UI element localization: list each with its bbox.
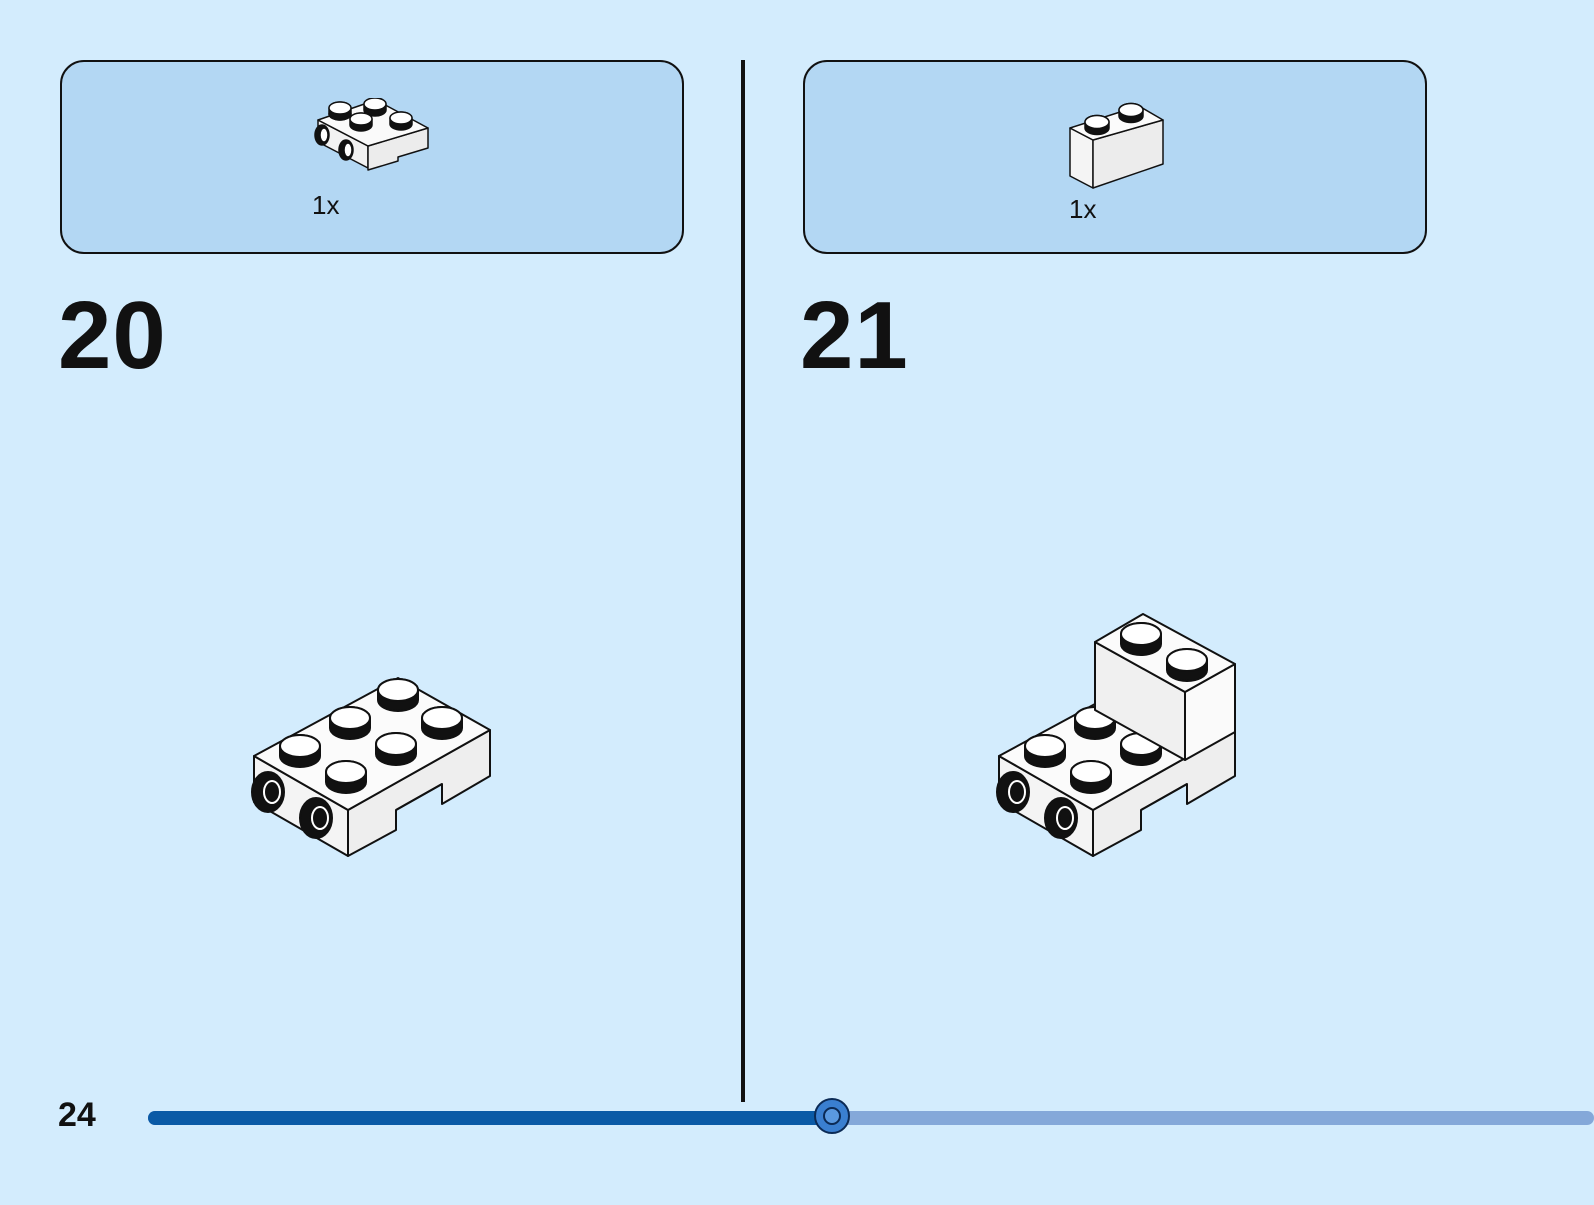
step-number: 20 bbox=[58, 282, 167, 389]
step-21-assembly-illustration bbox=[996, 613, 1236, 857]
step-20-assembly-illustration bbox=[251, 677, 491, 857]
stud-row bbox=[279, 678, 463, 794]
step-21-parts-callout: 1x bbox=[803, 60, 1427, 254]
page-number: 24 bbox=[58, 1096, 96, 1134]
step-number: 21 bbox=[800, 282, 909, 389]
plate-with-side-studs-icon bbox=[314, 98, 429, 171]
step-divider bbox=[741, 60, 745, 1102]
part-quantity: 1x bbox=[1069, 194, 1097, 224]
instructions-progress-bar bbox=[148, 1098, 1594, 1134]
part-quantity: 1x bbox=[312, 190, 340, 220]
brick-1x2-icon bbox=[1069, 102, 1164, 189]
progress-indicator-knob bbox=[813, 1098, 850, 1134]
step-20-parts-callout: 1x bbox=[60, 60, 684, 254]
progress-bar-fill bbox=[148, 1111, 831, 1125]
